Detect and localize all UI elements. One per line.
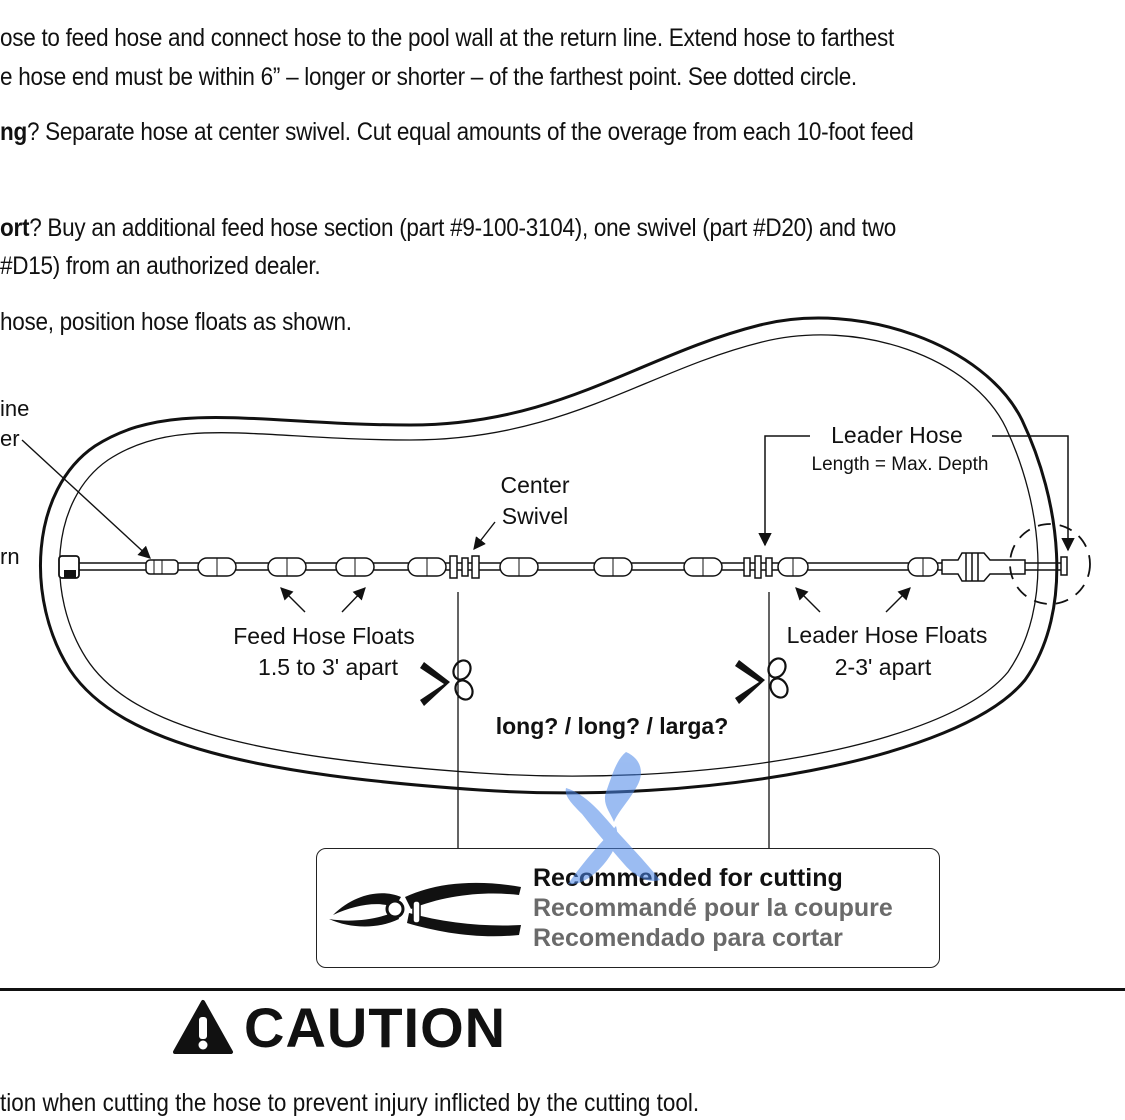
feed-floats-label-2: 1.5 to 3' apart: [258, 654, 399, 680]
instruction-line-2: e hose end must be within 6” – longer or…: [0, 63, 857, 91]
too-long-line: ng? Separate hose at center swivel. Cut …: [0, 114, 1006, 151]
leader-floats-label-2: 2-3' apart: [835, 654, 932, 680]
too-short-line-1: ort? Buy an additional feed hose section…: [0, 210, 1006, 247]
center-swivel-label-2: Swivel: [502, 503, 568, 529]
too-long-question: long? / long? / larga?: [496, 713, 729, 739]
caution-title: CAUTION: [244, 995, 507, 1059]
leader-swivel: [743, 555, 773, 579]
too-short-line-2: #D15) from an authorized dealer.: [0, 252, 321, 280]
recommendation-es: Recomendado para cortar: [533, 924, 843, 952]
scissors-icon: [735, 657, 789, 704]
center-swivel: [449, 555, 480, 579]
leader-floats-label-1: Leader Hose Floats: [787, 622, 988, 648]
hose-assembly: [58, 552, 1068, 582]
too-long-bold: ng: [0, 118, 27, 146]
cleaner-connector: [941, 552, 1026, 582]
feed-floats-label-1: Feed Hose Floats: [233, 623, 415, 649]
leader-hose-bracket: [758, 435, 1075, 552]
recommendation-fr: Recommandé pour la coupure: [533, 894, 893, 922]
center-swivel-label-1: Center: [500, 472, 569, 498]
scissors-icon: [420, 659, 474, 706]
leader-hose-label: Leader Hose: [831, 422, 963, 448]
pool-hose-diagram: ine er rn Center Swivel Leader Hose Leng…: [0, 316, 1091, 848]
warning-triangle-icon: [173, 1000, 233, 1054]
pruning-shears-icon: [329, 882, 521, 937]
too-long-text: ? Separate hose at center swivel. Cut eq…: [26, 118, 914, 146]
left-label-3: rn: [0, 544, 20, 569]
target-dotted-circle: [1009, 523, 1091, 605]
pool-outline-outer: [39, 316, 1059, 795]
left-label-2: er: [0, 426, 20, 451]
caution-divider: [0, 988, 1125, 991]
pool-outline-inner: [58, 334, 1039, 777]
caution-text: tion when cutting the hose to prevent in…: [0, 1089, 700, 1117]
too-short-bold: ort: [0, 214, 30, 242]
caution-heading: CAUTION: [172, 994, 506, 1060]
left-label-1: ine: [0, 396, 29, 421]
blue-smudge-mark: [565, 752, 660, 885]
leader-length-label: Length = Max. Depth: [812, 454, 989, 475]
too-short-text: ? Buy an additional feed hose section (p…: [29, 214, 896, 242]
instruction-line-1: ose to feed hose and connect hose to the…: [0, 24, 894, 52]
floats-instruction: hose, position hose floats as shown.: [0, 308, 352, 336]
